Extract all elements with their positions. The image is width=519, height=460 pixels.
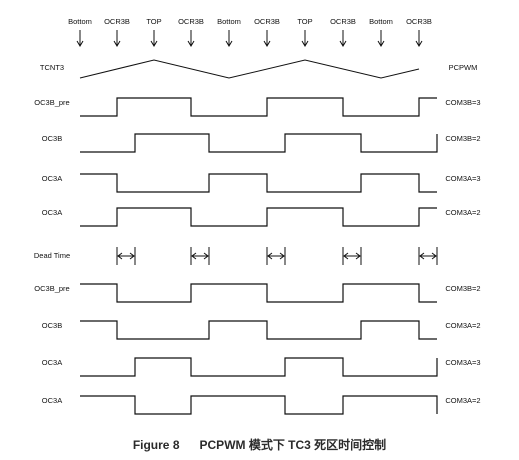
down-arrow-icon [76,40,84,47]
counter-label: TCNT3 [40,63,64,72]
timing-diagram: Bottom OCR3B TOP OCR3B Bottom OCR3B TOP OCR3B Bo… [34,17,481,415]
down-arrow-icon [113,40,121,47]
signal-upper-3-waveform [80,207,437,227]
signal-lower-2-waveform [80,357,438,377]
down-arrow-icon [415,40,423,47]
event-markers: Bottom OCR3B TOP OCR3B Bottom OCR3B TOP OCR3B Bo… [68,17,432,47]
marker-label: Bottom [369,17,393,26]
down-arrow-icon [339,40,347,47]
left-arrowhead-icon [191,252,197,260]
counter-waveform [79,59,420,79]
counter-row: TCNT3 PCPWM [40,59,478,79]
signal-upper-2-label: OC3A [42,174,62,183]
signal-upper-1-label: OC3B [42,134,62,143]
signal-lower-0-label: OC3B_pre [34,284,69,293]
down-arrow-icon [187,40,195,47]
signal-lower-0-waveform [80,283,437,303]
signal-lower-1-setting: COM3A=2 [445,321,480,330]
marker-label: OCR3B [104,17,130,26]
signal-lower-1-label: OC3B [42,321,62,330]
figure-title: PCPWM 模式下 TC3 死区时间控制 [199,438,387,452]
left-arrowhead-icon [267,252,273,260]
down-arrow-icon [225,40,233,47]
down-arrow-icon [263,40,271,47]
signal-upper-1-waveform [80,133,438,153]
right-arrowhead-icon [203,252,209,260]
signal-lower-1-waveform [80,320,437,340]
down-arrow-icon [150,40,158,47]
marker-label: OCR3B [406,17,432,26]
signal-upper-0-waveform [80,97,437,117]
right-arrowhead-icon [355,252,361,260]
marker-label: TOP [297,17,312,26]
signal-lower-2-setting: COM3A=3 [445,358,480,367]
marker-label: OCR3B [178,17,204,26]
right-arrowhead-icon [431,252,437,260]
signal-upper-2-setting: COM3A=3 [445,174,480,183]
signal-lower-2-label: OC3A [42,358,62,367]
figure-caption: Figure 8 PCPWM 模式下 TC3 死区时间控制 [0,436,519,453]
signal-lower-3-waveform [80,395,438,415]
marker-label: OCR3B [330,17,356,26]
signal-lower-3-setting: COM3A=2 [445,396,480,405]
signal-upper-0-setting: COM3B=3 [445,98,480,107]
left-arrowhead-icon [343,252,349,260]
marker-label: TOP [146,17,161,26]
signal-upper-1-setting: COM3B=2 [445,134,480,143]
counter-mode-label: PCPWM [449,63,478,72]
right-arrowhead-icon [129,252,135,260]
dead-time-label: Dead Time [34,251,70,260]
down-arrow-icon [377,40,385,47]
left-arrowhead-icon [419,252,425,260]
marker-label: OCR3B [254,17,280,26]
right-arrowhead-icon [279,252,285,260]
signal-upper-2-waveform [80,173,437,193]
signal-lower-3-label: OC3A [42,396,62,405]
signal-upper-0-label: OC3B_pre [34,98,69,107]
down-arrow-icon [301,40,309,47]
signal-lower-0-setting: COM3B=2 [445,284,480,293]
marker-label: Bottom [217,17,241,26]
signal-upper-3-setting: COM3A=2 [445,208,480,217]
figure-number: Figure 8 [132,438,180,452]
signal-upper-3-label: OC3A [42,208,62,217]
dead-time-row: Dead Time [34,247,438,265]
marker-label: Bottom [68,17,92,26]
left-arrowhead-icon [117,252,123,260]
